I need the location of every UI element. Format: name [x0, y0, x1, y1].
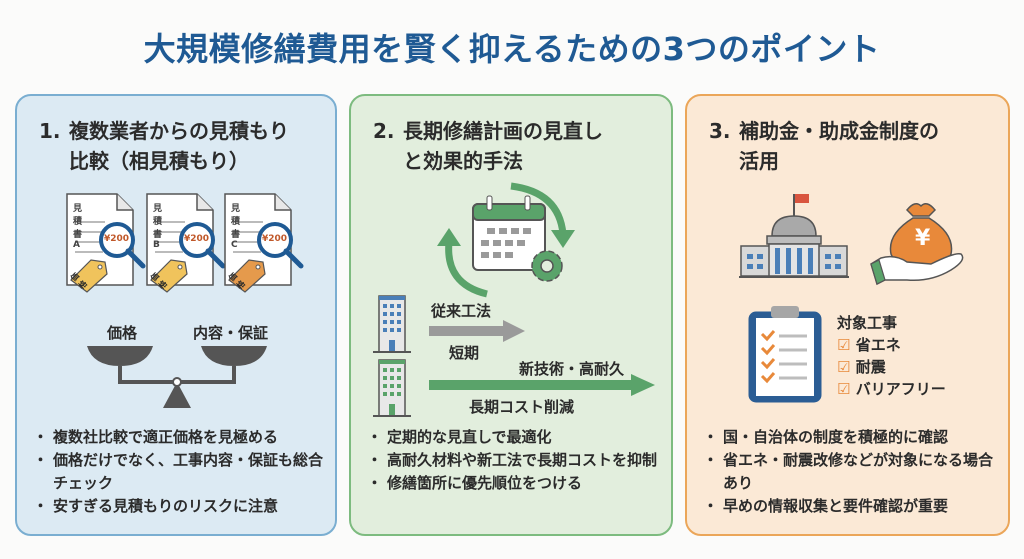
- panel-number: 2.: [373, 119, 395, 143]
- bullet-item: 高耐久材料や新工法で長期コストを抑制: [367, 449, 661, 472]
- panel-title: 1. 複数業者からの見積もり 比較（相見積もり）: [39, 116, 289, 176]
- estimate-price: ¥200: [184, 234, 210, 244]
- checkbox-checked-icon: ☑: [837, 336, 851, 354]
- target-item: ☑ 省エネ: [837, 334, 946, 356]
- scale-right-label: 内容・保証: [193, 324, 269, 342]
- clipboard-checklist-icon: [748, 306, 822, 403]
- panel-number: 3.: [709, 119, 731, 143]
- bullet-item: 定期的な見直しで最適化: [367, 426, 661, 449]
- bullet-list: 複数社比較で適正価格を見極める 価格だけでなく、工事内容・保証も総合チェック 安…: [33, 426, 325, 518]
- price-tag-icon: [150, 259, 188, 293]
- bullet-item: 省エネ・耐震改修などが対象になる場合あり: [703, 449, 998, 495]
- money-bag-hand-icon: [870, 203, 964, 286]
- bullet-item: 複数社比較で適正価格を見極める: [33, 426, 325, 449]
- estimate-price: ¥200: [104, 234, 130, 244]
- checkbox-checked-icon: ☑: [837, 380, 851, 398]
- panel-title-line1: 複数業者からの見積もり: [69, 119, 289, 143]
- conventional-method-label: 従来工法: [431, 302, 492, 320]
- yen-symbol: ¥: [915, 226, 931, 251]
- point-panel-3: 3. 補助金・助成金制度の 活用 ¥ 対象工事 ☑ 省エネ ☑ 耐震 ☑ バリアフ…: [685, 94, 1010, 536]
- target-label: 省エネ: [855, 336, 901, 354]
- point-panel-1: 1. 複数業者からの見積もり 比較（相見積もり） 見積書A ¥200 価格 見積書…: [15, 94, 337, 536]
- bullet-item: 国・自治体の制度を積極的に確認: [703, 426, 998, 449]
- bullet-item: 価格だけでなく、工事内容・保証も総合チェック: [33, 449, 325, 495]
- panel-title-line2: 活用: [739, 149, 779, 173]
- target-works-list: ☑ 省エネ ☑ 耐震 ☑ バリアフリー: [837, 334, 946, 400]
- building-old-icon: [373, 295, 411, 353]
- short-term-label: 短期: [449, 344, 480, 362]
- estimate-label: 見積書B: [153, 204, 163, 250]
- bullet-item: 修繕箇所に優先順位をつける: [367, 472, 661, 495]
- panel-title-line1: 長期修繕計画の見直し: [403, 119, 603, 143]
- estimate-label: 見積書A: [73, 204, 83, 250]
- target-item: ☑ バリアフリー: [837, 378, 946, 400]
- checkbox-checked-icon: ☑: [837, 358, 851, 376]
- price-tag-icon: [228, 259, 266, 293]
- short-term-arrow: [429, 320, 525, 342]
- building-new-icon: [373, 359, 411, 417]
- estimate-label: 見積書C: [231, 204, 241, 250]
- long-term-cost-label: 長期コスト削減: [469, 398, 575, 416]
- estimates-illustration: 見積書A ¥200 価格 見積書B ¥200 価格 見積書C ¥200 価格: [65, 192, 305, 302]
- bullet-list: 国・自治体の制度を積極的に確認 省エネ・耐震改修などが対象になる場合あり 早めの…: [703, 426, 998, 518]
- magnifier-icon: [99, 222, 146, 269]
- panel-title: 2. 長期修繕計画の見直し と効果的手法: [373, 116, 603, 176]
- panel-title-line1: 補助金・助成金制度の: [739, 119, 939, 143]
- bullet-item: 早めの情報収集と要件確認が重要: [703, 495, 998, 518]
- scale-left-label: 価格: [107, 324, 138, 342]
- panel-number: 1.: [39, 119, 61, 143]
- page-title: 大規模修繕費用を賢く抑えるための3つのポイント: [143, 30, 881, 68]
- magnifier-icon: [179, 222, 226, 269]
- bullet-list: 定期的な見直しで最適化 高耐久材料や新工法で長期コストを抑制 修繕箇所に優先順位…: [367, 426, 661, 495]
- panel-title: 3. 補助金・助成金制度の 活用: [709, 116, 939, 176]
- balance-scale-icon: [87, 346, 267, 408]
- target-item: ☑ 耐震: [837, 356, 946, 378]
- target-label: バリアフリー: [855, 380, 946, 398]
- point-panel-2: 2. 長期修繕計画の見直し と効果的手法 従来工法 短期 新技術・高耐久 長期コス…: [349, 94, 673, 536]
- panel-title-line2: 比較（相見積もり）: [69, 149, 249, 173]
- calendar-cycle-icon: [437, 182, 575, 298]
- target-label: 耐震: [855, 358, 886, 376]
- panel-title-line2: と効果的手法: [403, 149, 523, 173]
- new-technology-label: 新技術・高耐久: [519, 360, 625, 378]
- price-tag-icon: [70, 259, 108, 293]
- estimate-price: ¥200: [262, 234, 288, 244]
- target-works-title: 対象工事: [837, 314, 898, 332]
- government-building-icon: [739, 194, 849, 278]
- bullet-item: 安すぎる見積もりのリスクに注意: [33, 495, 325, 518]
- magnifier-icon: [257, 222, 304, 269]
- long-term-arrow: [429, 374, 655, 396]
